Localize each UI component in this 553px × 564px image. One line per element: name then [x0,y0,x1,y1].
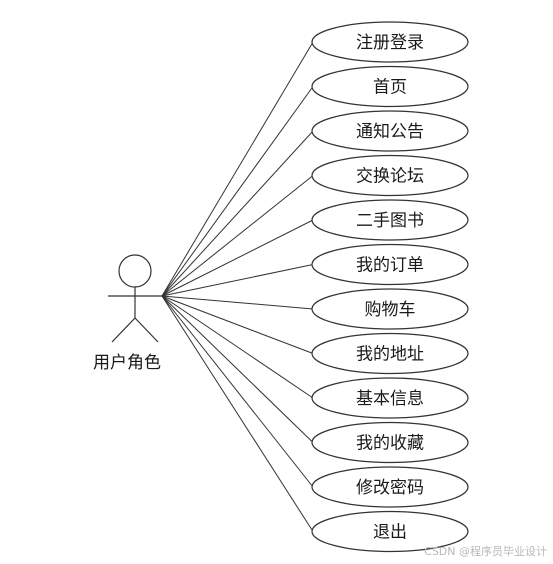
use-case-ellipse [311,288,469,330]
actor: 用户角色 [93,254,162,373]
association-line [161,295,314,532]
use-case-label: 交换论坛 [356,167,424,187]
association-line [161,295,314,354]
association-line [161,175,314,297]
use-case-label: 首页 [373,78,407,98]
association-line [161,295,314,310]
use-case-8: 我的地址 [311,332,469,375]
use-case-3: 通知公告 [311,110,469,152]
actor-right-leg [134,317,159,343]
use-case-ellipse [311,21,469,63]
association-line [161,130,314,297]
association-line [161,295,314,488]
actor-head [118,254,152,288]
use-case-label: 通知公告 [356,122,424,142]
use-case-label: 我的订单 [356,256,424,276]
use-case-label: 基本信息 [356,389,424,409]
use-case-ellipse [311,466,469,508]
use-case-1: 注册登录 [311,21,469,63]
use-case-label: 二手图书 [356,211,424,231]
use-case-label: 修改密码 [356,478,424,498]
use-case-ellipse [311,332,469,375]
use-case-ellipse [311,110,469,152]
association-line [161,41,314,297]
use-case-5: 二手图书 [311,199,469,241]
use-case-label: 注册登录 [356,33,424,53]
use-case-ellipse [311,199,469,241]
use-case-label: 我的地址 [356,345,424,365]
use-case-ellipse [311,154,469,197]
use-case-label: 退出 [373,523,407,543]
association-line [161,86,314,297]
use-case-ellipse [311,421,469,464]
use-case-2: 首页 [311,65,469,108]
association-line [161,264,314,297]
watermark: CSDN @程序员毕业设计 [424,545,547,558]
actor-label: 用户角色 [93,353,161,373]
use-case-11: 修改密码 [311,466,469,508]
use-case-label: 购物车 [365,300,416,320]
use-case-ellipse [311,510,469,553]
association-line [161,295,314,399]
association-line [161,295,314,443]
use-case-12: 退出 [311,510,469,553]
use-case-ellipse [311,377,469,419]
use-case-label: 我的收藏 [356,434,424,454]
association-line [161,219,314,297]
association-lines [161,41,314,532]
use-case-7: 购物车 [311,288,469,330]
actor-left-leg [111,317,136,343]
use-cases: 注册登录首页通知公告交换论坛二手图书我的订单购物车我的地址基本信息我的收藏修改密… [311,21,469,553]
use-case-10: 我的收藏 [311,421,469,464]
use-case-ellipse [311,65,469,108]
use-case-6: 我的订单 [311,243,469,286]
use-case-ellipse [311,243,469,286]
use-case-4: 交换论坛 [311,154,469,197]
use-case-9: 基本信息 [311,377,469,419]
